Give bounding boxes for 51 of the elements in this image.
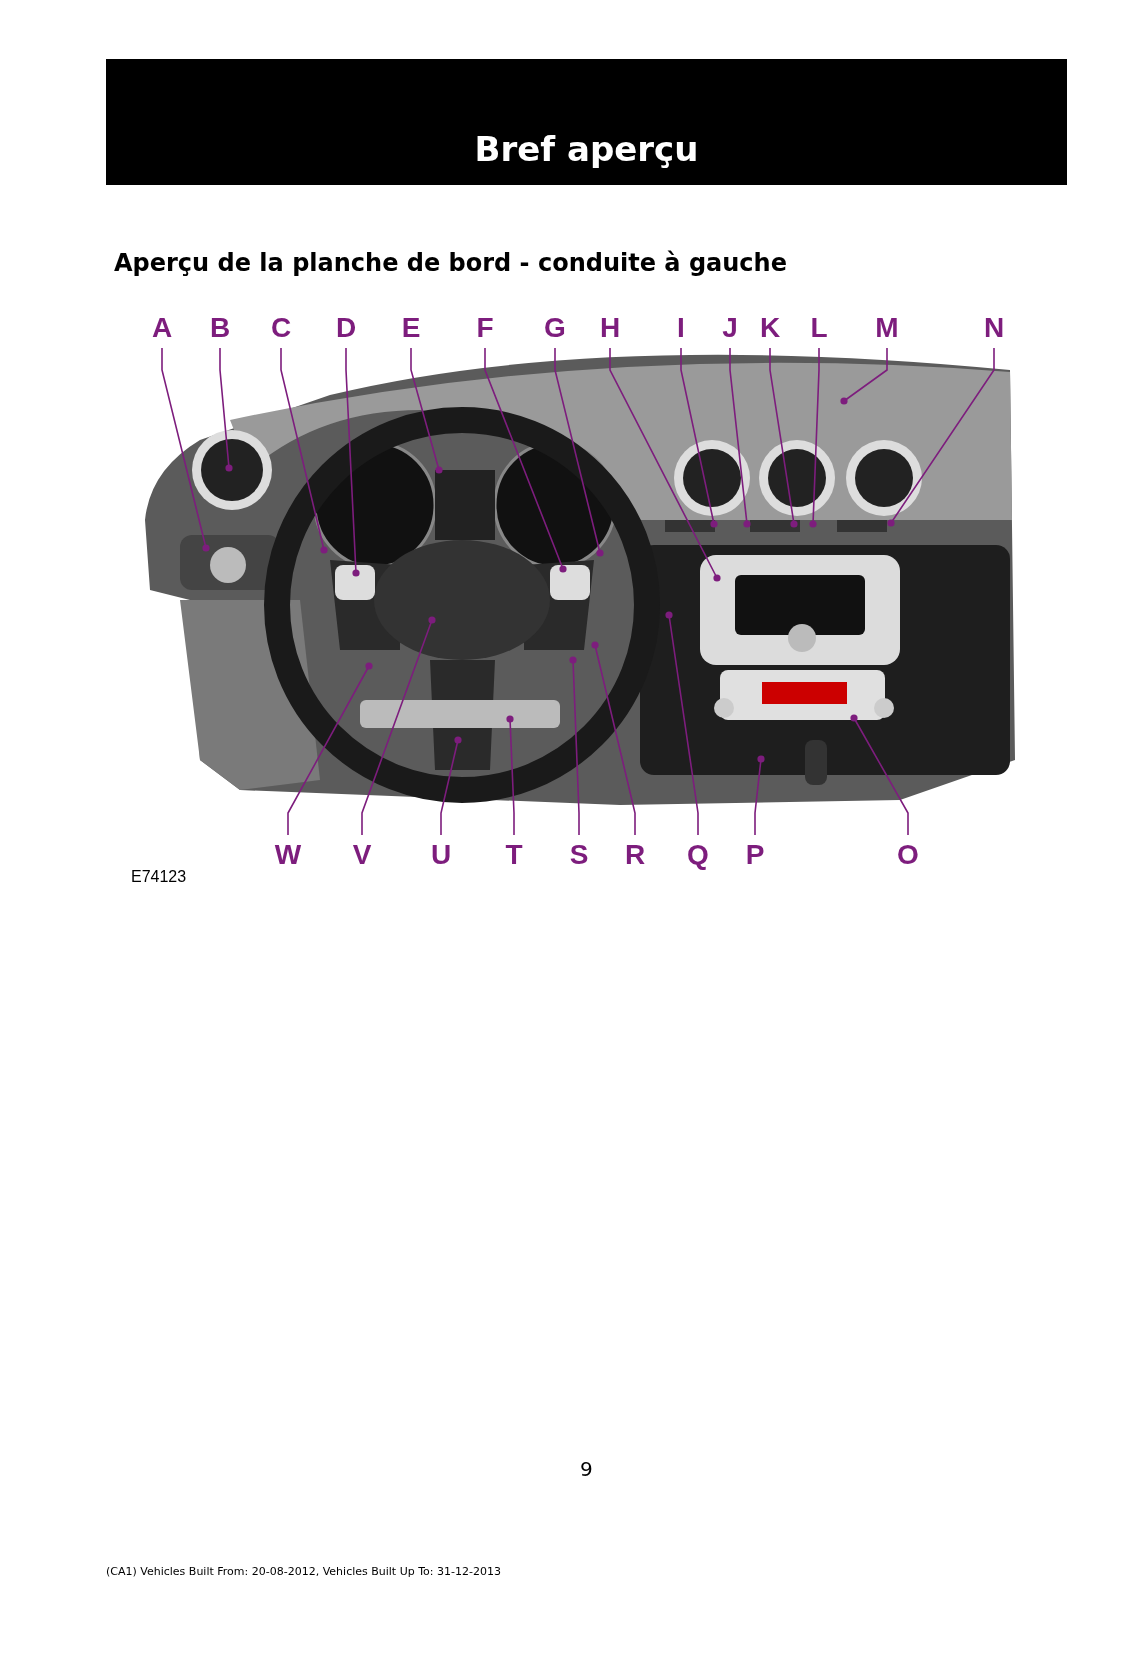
footer-text: (CA1) Vehicles Built From: 20-08-2012, Vehicles Built Up To: 31-12-2013 — [106, 1565, 501, 1578]
leader-line — [410, 347, 443, 474]
callout-letter: V — [342, 839, 382, 871]
leader-line — [591, 641, 636, 836]
callout-letter: G — [535, 312, 575, 344]
leader-line — [809, 347, 820, 528]
leader-line — [287, 662, 373, 836]
callout-letter: L — [799, 312, 839, 344]
callout-letter: C — [261, 312, 301, 344]
page-number: 9 — [580, 1457, 593, 1481]
callout-letter: K — [750, 312, 790, 344]
leader-line — [850, 714, 909, 836]
callout-letter: F — [465, 312, 505, 344]
leader-line — [754, 755, 765, 836]
leader-line — [345, 347, 360, 577]
callout-letter: B — [200, 312, 240, 344]
callout-letter: Q — [678, 839, 718, 871]
callout-letter: A — [142, 312, 182, 344]
leader-line — [280, 347, 328, 554]
leader-line — [440, 736, 462, 836]
leader-line — [729, 347, 751, 528]
section-heading: Aperçu de la planche de bord - conduite à gauche — [114, 249, 787, 277]
leader-line — [887, 347, 995, 527]
callout-letter: S — [559, 839, 599, 871]
callout-letter: U — [421, 839, 461, 871]
callout-letter: H — [590, 312, 630, 344]
callout-letter: N — [974, 312, 1014, 344]
callout-letter: M — [867, 312, 907, 344]
callout-letter: D — [326, 312, 366, 344]
leader-line — [665, 611, 699, 836]
leader-line — [506, 715, 515, 836]
callout-letter: R — [615, 839, 655, 871]
leader-line — [484, 347, 567, 573]
leader-line — [569, 656, 580, 836]
callout-letter: J — [710, 312, 750, 344]
leader-line — [361, 616, 436, 836]
callout-letter: E — [391, 312, 431, 344]
leader-line — [769, 347, 798, 528]
callout-letter: I — [661, 312, 701, 344]
figure-code: E74123 — [131, 868, 187, 886]
callout-letter: W — [268, 839, 308, 871]
leader-line — [680, 347, 718, 528]
leader-line — [840, 347, 888, 405]
page-title: Bref aperçu — [473, 128, 700, 171]
leader-line — [554, 347, 604, 557]
callout-letter: T — [494, 839, 534, 871]
callout-letter: P — [735, 839, 775, 871]
leader-line — [161, 347, 210, 552]
leader-line — [219, 347, 233, 472]
callout-letter: O — [888, 839, 928, 871]
leader-line — [609, 347, 721, 582]
